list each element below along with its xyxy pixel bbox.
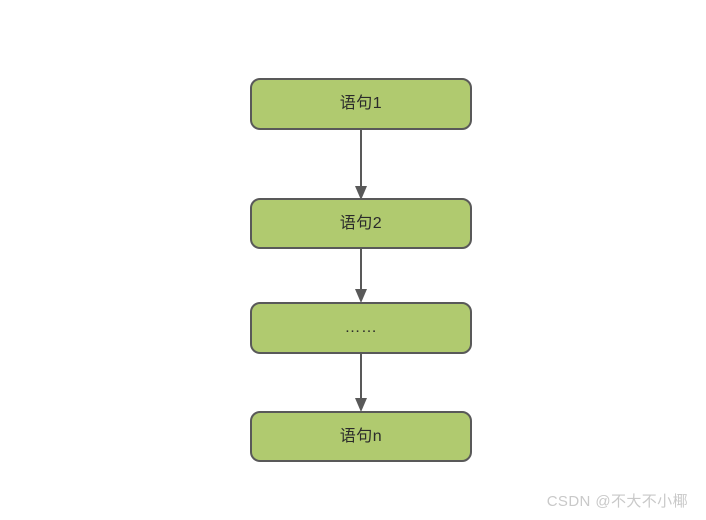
flow-node-label: 语句n (339, 427, 383, 445)
flow-node-ellipsis[interactable]: …… (250, 302, 472, 354)
watermark-text: CSDN @不大不小椰 (546, 493, 688, 510)
flow-node-label: …… (344, 319, 378, 336)
connector-arrow-1 (355, 128, 367, 200)
flow-node-statement-n[interactable]: 语句n (250, 411, 472, 462)
connector-arrow-2 (355, 247, 367, 303)
flow-node-label: 语句1 (339, 95, 383, 112)
connector-arrow-3 (355, 352, 367, 412)
flow-node-label: 语句2 (339, 214, 383, 232)
flow-node-statement-2[interactable]: 语句2 (250, 198, 472, 249)
flow-node-statement-1[interactable]: 语句1 (250, 78, 472, 130)
